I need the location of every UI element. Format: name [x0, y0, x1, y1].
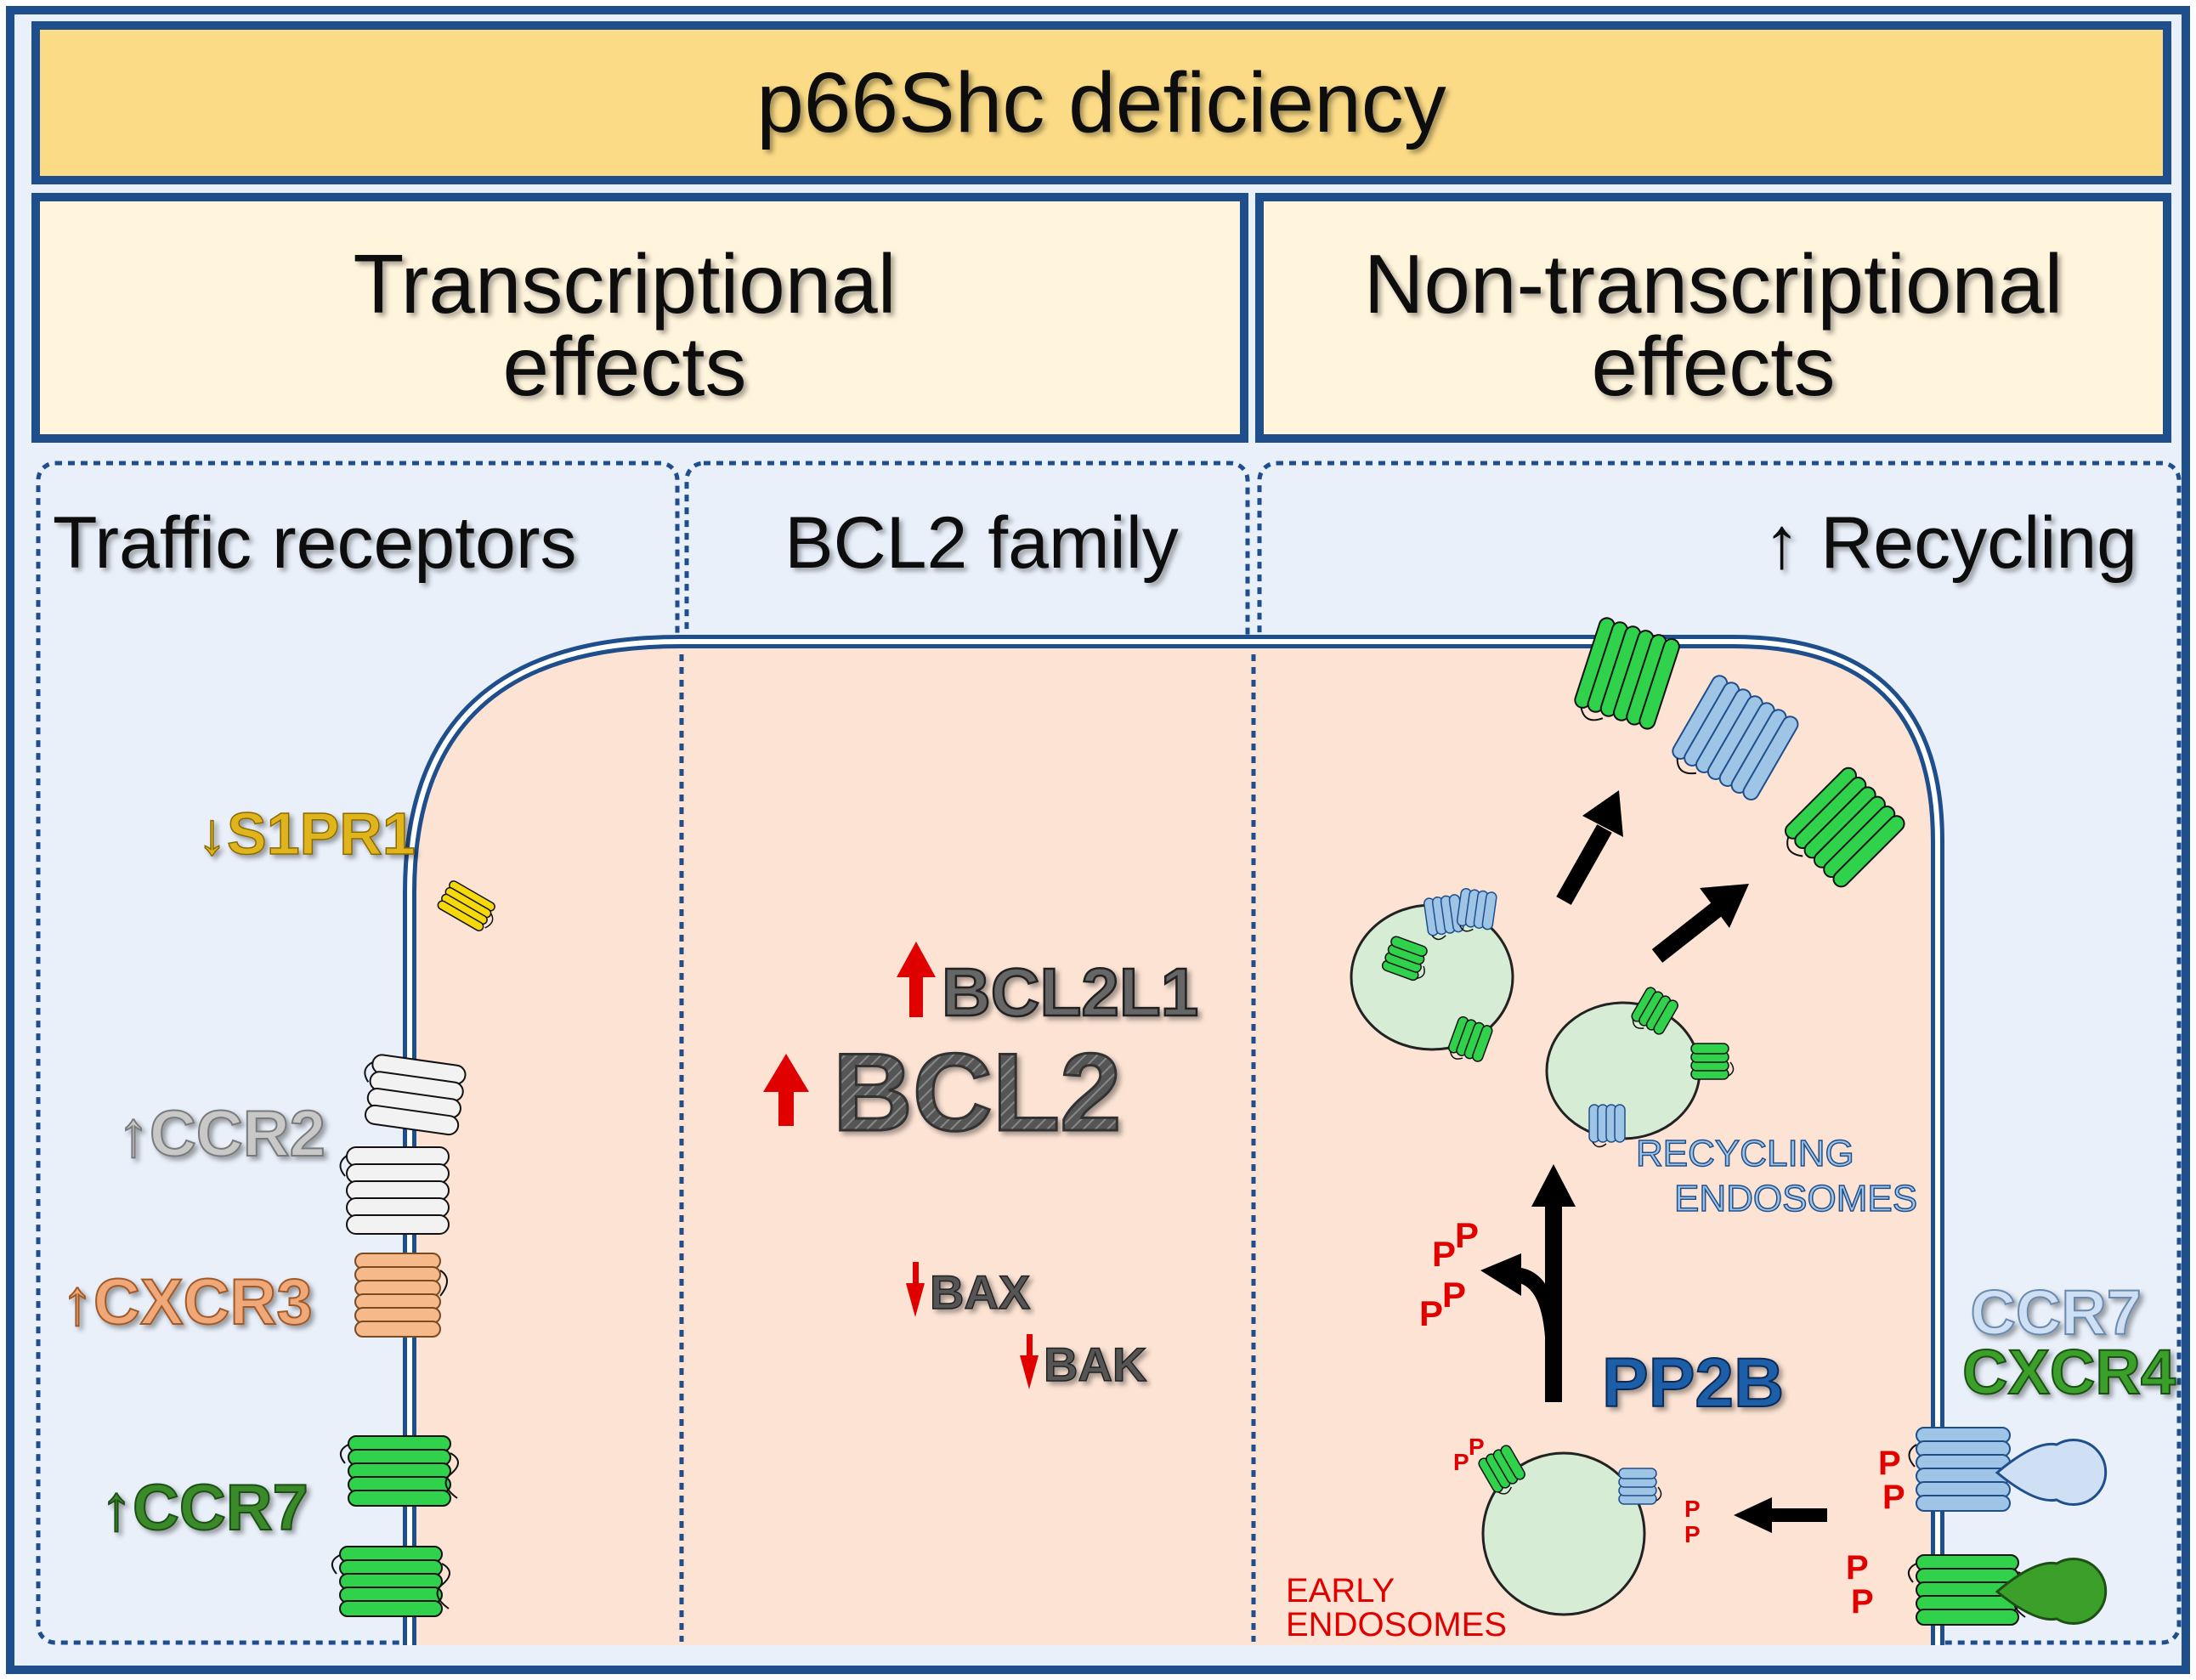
bax-label: BAX [930, 1265, 1030, 1319]
cxcr4-label: CXCR4 [1962, 1337, 2176, 1407]
section-non-transcriptional-subtitle: effects [1592, 320, 1836, 413]
s1pr1-label: ↓S1PR1 [197, 800, 416, 867]
cxcr3-label: ↑CXCR3 [61, 1266, 313, 1338]
dephospho-p-group: P P P P [1419, 1215, 1479, 1333]
bcl2-up-arrow [763, 1054, 809, 1126]
cxcl-ligand-green [1995, 1558, 2108, 1625]
bak-label: BAK [1044, 1338, 1146, 1391]
section-transcriptional-subtitle: effects [503, 320, 747, 413]
bak-down-arrow [1020, 1334, 1039, 1389]
cxcr3-receptor [354, 1253, 448, 1338]
early-p-4: P [1684, 1521, 1701, 1547]
bottom-strip [38, 1645, 2180, 1666]
membrane-p-3: P [1846, 1549, 1869, 1587]
recycling-endosome-1 [1350, 887, 1514, 1068]
membrane-p-4: P [1851, 1583, 1874, 1621]
ccr2-receptor [339, 1054, 467, 1235]
early-p-3: P [1684, 1496, 1701, 1522]
early-endosomes-label-2: ENDOSOMES [1286, 1606, 1507, 1643]
section-transcriptional [31, 193, 1248, 443]
membrane-p-2: P [1882, 1479, 1905, 1516]
early-endosomes-label-1: EARLY [1286, 1572, 1395, 1609]
ccr7-label: ↑CCR7 [100, 1472, 308, 1544]
internalization-arrow [1734, 1497, 1827, 1533]
recycling-arrow-1 [1556, 790, 1623, 905]
phospho-p-1: P [1432, 1234, 1456, 1274]
title-bar [31, 21, 2171, 184]
cell-membrane-inner [407, 639, 1940, 1647]
section-non-transcriptional-title: Non-transcriptional [1364, 237, 2063, 331]
bcl2l1-up-arrow [897, 942, 936, 1017]
pp2b-arrow [1480, 1164, 1576, 1402]
s1pr1-receptor [437, 880, 495, 931]
bax-down-arrow [906, 1262, 925, 1317]
early-p-2: P [1469, 1434, 1485, 1460]
early-p-1: P [1453, 1449, 1469, 1475]
ccr2-label: ↑CCR2 [117, 1098, 325, 1170]
ccr7-membrane-receptor [1908, 1427, 2011, 1512]
phospho-p-4: P [1442, 1275, 1466, 1315]
membrane-p-1: P [1878, 1445, 1901, 1482]
ccr7-receptor-1 [339, 1435, 459, 1507]
section-non-transcriptional [1255, 193, 2171, 443]
ccr7-right-label: CCR7 [1971, 1277, 2142, 1348]
recycling-arrow-2 [1651, 884, 1749, 963]
pp2b-label: PP2B [1602, 1344, 1784, 1422]
recycling-endosome-2 [1545, 985, 1735, 1148]
panel-traffic-title: Traffic receptors [53, 502, 577, 584]
phospho-p-3: P [1419, 1293, 1443, 1333]
recycling-endosomes-label-1: RECYCLING [1636, 1133, 1854, 1174]
page-title: p66Shc deficiency [756, 55, 1446, 150]
ccl-ligand-blue [1995, 1439, 2108, 1506]
bcl2-label: BCL2 [833, 1030, 1121, 1154]
panel-recycling-title: ↑ Recycling [1763, 502, 2137, 584]
phospho-p-2: P [1455, 1215, 1479, 1255]
bcl2l1-label: BCL2L1 [942, 954, 1198, 1030]
recycling-endosomes-label-2: ENDOSOMES [1674, 1178, 1917, 1219]
ccr7-receptor-2 [331, 1546, 450, 1617]
section-transcriptional-title: Transcriptional [353, 237, 896, 331]
panel-bcl2-title: BCL2 family [784, 502, 1179, 584]
early-endosome [1476, 1443, 1662, 1616]
